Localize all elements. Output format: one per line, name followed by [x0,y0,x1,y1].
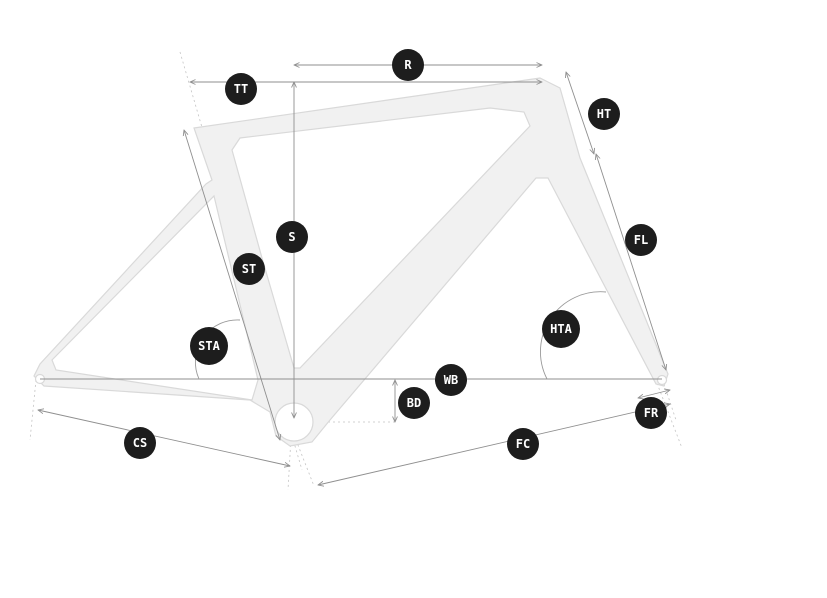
label-hta: HTA [550,322,572,336]
badge-r: R [392,49,424,81]
badge-tt: TT [225,73,257,105]
label-s: S [288,230,295,244]
label-tt: TT [234,82,248,96]
badge-fl: FL [625,224,657,256]
fork-rake-line [638,390,670,398]
badge-bd: BD [398,387,430,419]
label-cs: CS [133,436,147,450]
label-fc: FC [516,437,530,451]
front-center-line [318,404,670,485]
label-bd: BD [407,396,421,410]
badge-s: S [276,221,308,253]
badge-fr: FR [635,397,667,429]
badge-st: ST [233,253,265,285]
chainstay-line [38,410,290,466]
label-sta: STA [198,339,220,353]
badge-ht: HT [588,98,620,130]
fork-length-line [596,154,666,370]
badge-wb: WB [435,364,467,396]
label-r: R [404,58,412,72]
label-ht: HT [597,107,611,121]
label-fr: FR [644,406,659,420]
label-wb: WB [444,373,458,387]
head-tube-line [566,72,594,154]
bike-frame [33,77,669,447]
badge-hta: HTA [542,310,580,348]
badge-fc: FC [507,428,539,460]
badge-sta: STA [190,327,228,365]
label-st: ST [242,262,256,276]
label-fl: FL [634,233,648,247]
badge-cs: CS [124,427,156,459]
seat-tube-line [184,130,280,440]
front-dropout [656,374,668,386]
